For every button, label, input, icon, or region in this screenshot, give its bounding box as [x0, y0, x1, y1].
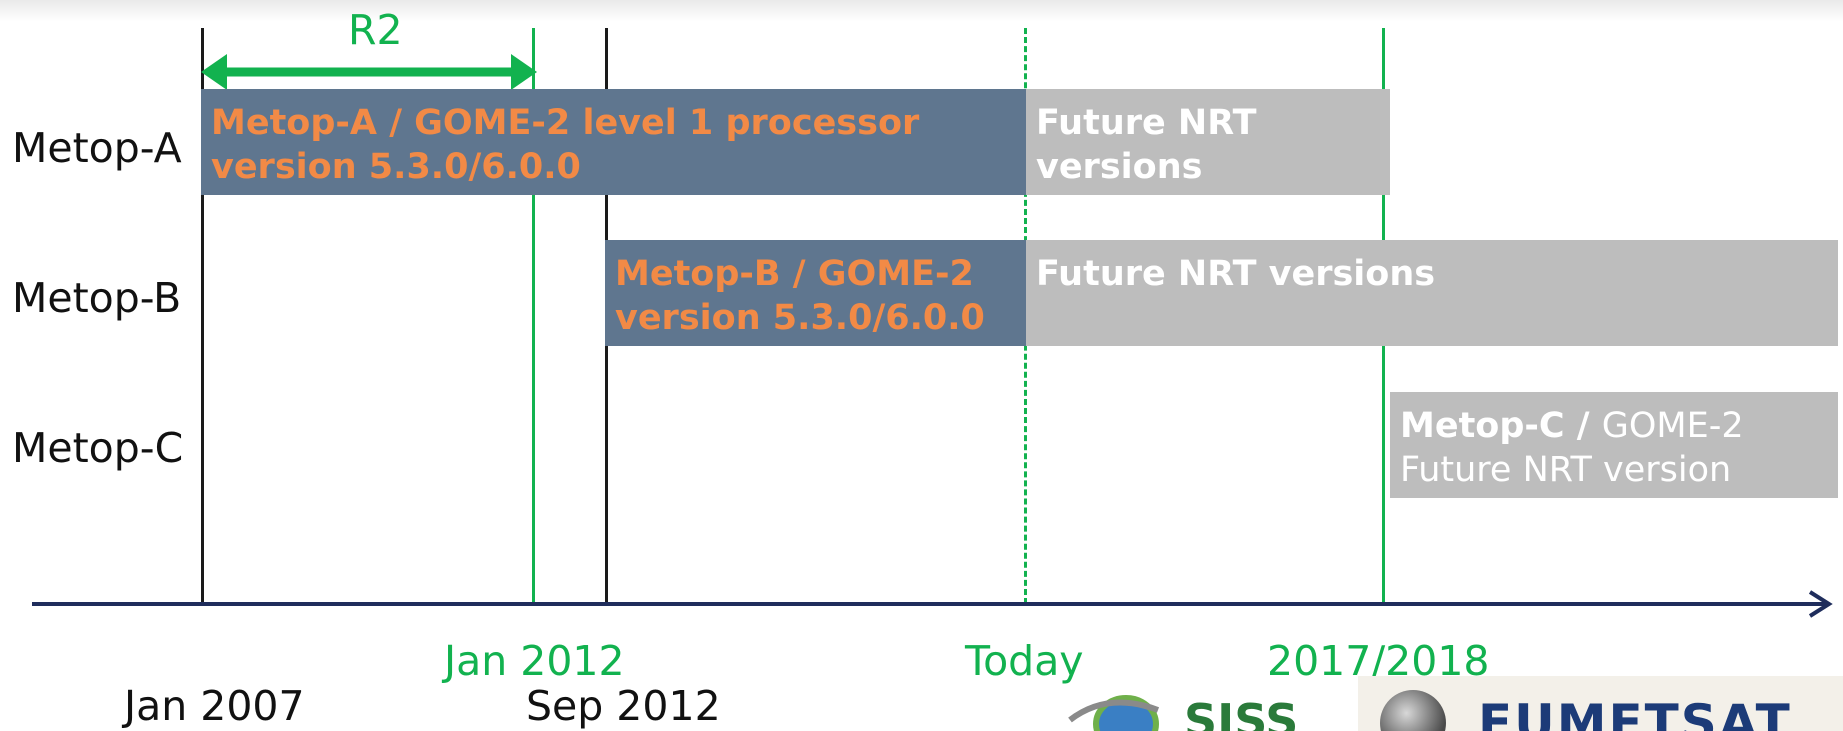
- bar-metop-a-current-line1: Metop-A / GOME-2 level 1 processor: [211, 103, 920, 143]
- bar-metop-b-future-line1: Future NRT versions: [1036, 254, 1436, 294]
- bar-metop-b-future: Future NRT versions: [1026, 240, 1838, 346]
- bar-metop-a-current-line2: version 5.3.0/6.0.0: [211, 147, 581, 187]
- bar-metop-b-current-line2: version 5.3.0/6.0.0: [615, 298, 985, 338]
- bar-metop-a-future-line2: versions: [1036, 147, 1203, 187]
- eumetsat-logo-text: EUMETSAT: [1478, 694, 1792, 731]
- date-label-jan-2012: Jan 2012: [444, 637, 625, 685]
- bar-metop-c-future-line2: Future NRT version: [1400, 450, 1732, 490]
- eumetsat-globe-icon: [1380, 690, 1446, 731]
- double-arrow-icon: [201, 54, 537, 90]
- row-label-metop-a: Metop-A: [12, 124, 182, 172]
- bar-metop-c-future-line1: Metop-C / GOME-2: [1400, 404, 1828, 448]
- bar-metop-c-future: Metop-C / GOME-2 Future NRT version: [1390, 392, 1838, 498]
- top-band: [0, 0, 1843, 22]
- eumetsat-logo: EUMETSAT: [1358, 676, 1843, 731]
- siss-logo-icon: [1068, 695, 1160, 731]
- siss-logo: SISS: [1066, 690, 1356, 731]
- bar-metop-c-future-rest: GOME-2: [1601, 406, 1744, 446]
- bar-metop-c-future-bold: Metop-C /: [1400, 406, 1590, 446]
- bar-metop-a-future-line1: Future NRT: [1036, 103, 1257, 143]
- row-label-metop-c: Metop-C: [12, 424, 184, 472]
- range-label-r2: R2: [348, 6, 403, 54]
- date-label-sep-2012: Sep 2012: [526, 682, 721, 730]
- siss-logo-text: SISS: [1184, 694, 1299, 731]
- bar-metop-b-current: Metop-B / GOME-2 version 5.3.0/6.0.0: [605, 240, 1026, 346]
- bar-metop-b-current-line1: Metop-B / GOME-2: [615, 254, 974, 294]
- line-jan-2007: [201, 28, 204, 604]
- date-label-today: Today: [965, 637, 1084, 685]
- bar-metop-a-future: Future NRT versions: [1026, 89, 1390, 195]
- date-label-2017-2018: 2017/2018: [1267, 637, 1490, 685]
- axis-arrow-icon: [32, 590, 1833, 618]
- line-jan-2012: [532, 28, 535, 604]
- date-label-jan-2007: Jan 2007: [124, 682, 305, 730]
- bar-metop-a-current: Metop-A / GOME-2 level 1 processor versi…: [201, 89, 1026, 195]
- row-label-metop-b: Metop-B: [12, 274, 182, 322]
